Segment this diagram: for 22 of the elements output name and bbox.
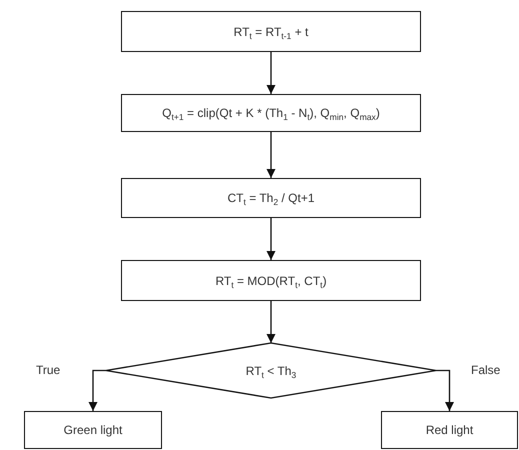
process-box [121,94,421,132]
process-box [381,411,518,449]
edge-label: True [36,363,60,377]
arrow [88,370,106,411]
formula-text: RT$_{t}$ = RT$_{t-1}$ + t [234,24,308,38]
formula-text: Green light [64,423,122,437]
edge-label: False [471,363,500,377]
process-box [121,11,421,52]
arrow [266,301,276,343]
formula-text: Q$_{t+1}$ = clip(Qt + K * (Th$_{1}$ - N$_{t}$), Q$_{min}$, Q$_{max}$) [162,106,380,120]
process-box [121,178,421,218]
arrow [266,52,276,94]
formula-text: CT$_{t}$ = Th$_{2}$ / Qt+1 [227,191,315,205]
formula-text: RT$_{t}$ = MOD(RT$_{t}$, CT$_{t}$) [215,274,327,288]
process-box [121,260,421,301]
arrow [436,370,454,411]
process-box [24,411,162,449]
decision-diamond [106,343,436,398]
arrow [266,218,276,260]
formula-text: RT$_{t}$ < Th$_{3}$ [246,364,296,378]
arrow [266,132,276,178]
formula-text: Red light [426,423,474,437]
